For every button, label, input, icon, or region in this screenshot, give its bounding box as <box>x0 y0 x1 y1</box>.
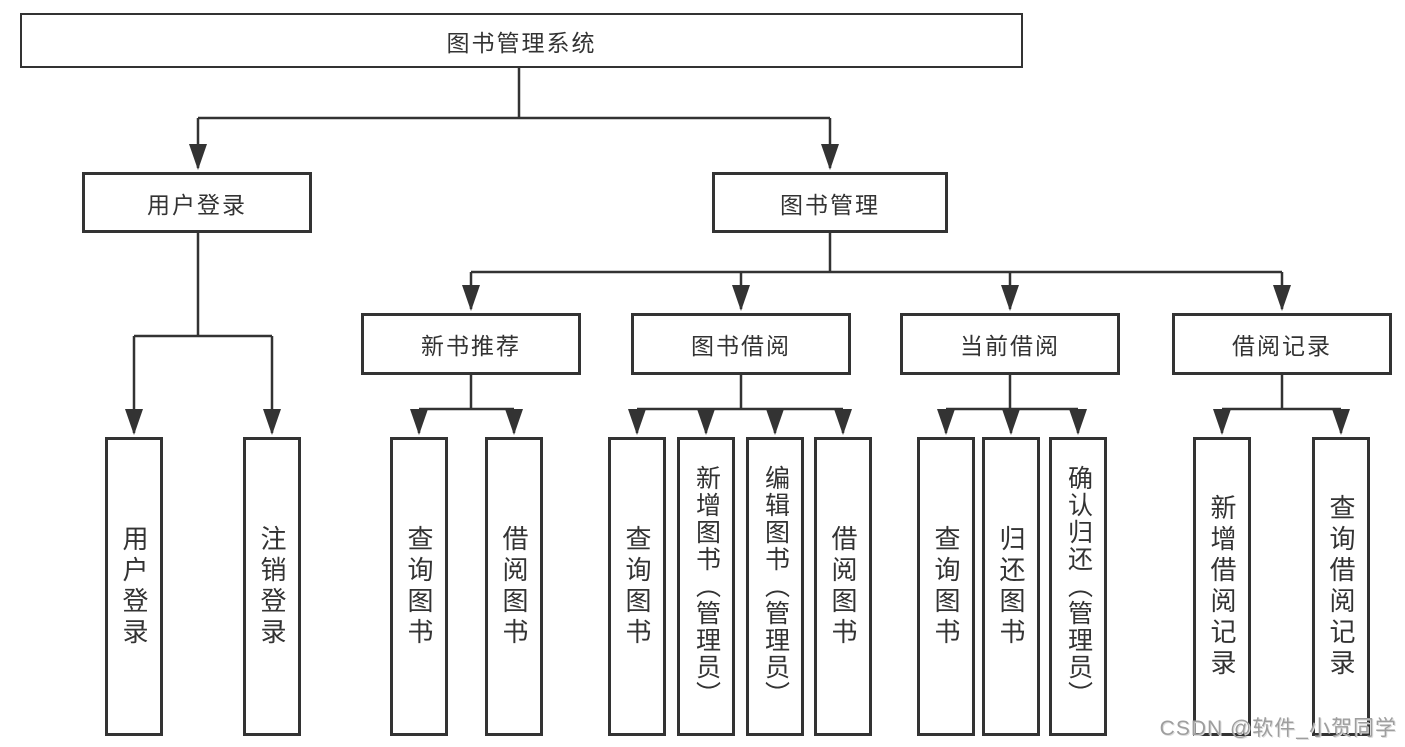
node-user-login: 用户登录 <box>82 172 312 233</box>
leaf-nbr-query-book: 查询图书 <box>390 437 448 736</box>
leaf-label: 借阅图书 <box>499 524 529 649</box>
node-borrow-record: 借阅记录 <box>1172 313 1392 375</box>
leaf-label: 注销登录 <box>257 524 287 649</box>
leaf-cb-query-book: 查询图书 <box>917 437 975 736</box>
node-label: 图书借阅 <box>691 333 791 359</box>
node-label: 当前借阅 <box>960 333 1060 359</box>
leaf-bb-borrow-book: 借阅图书 <box>814 437 872 736</box>
leaf-bb-add-book-admin: 新增图书（管理员） <box>677 437 735 736</box>
leaf-nbr-borrow-book: 借阅图书 <box>485 437 543 736</box>
leaf-label: 用户登录 <box>119 524 149 649</box>
leaf-label: 新增图书（管理员） <box>692 465 721 708</box>
leaf-bb-query-book: 查询图书 <box>608 437 666 736</box>
csdn-watermark: CSDN @软件_小贺同学 <box>1159 717 1397 740</box>
node-new-book-recommend: 新书推荐 <box>361 313 581 375</box>
leaf-cb-confirm-return-admin: 确认归还（管理员） <box>1049 437 1107 736</box>
node-book-borrow: 图书借阅 <box>631 313 851 375</box>
leaf-label: 查询图书 <box>931 524 961 649</box>
leaf-label: 归还图书 <box>996 524 1026 649</box>
node-library-management-system: 图书管理系统 <box>20 13 1023 68</box>
node-current-borrow: 当前借阅 <box>900 313 1120 375</box>
leaf-label: 查询图书 <box>622 524 652 649</box>
node-label: 新书推荐 <box>421 333 521 359</box>
leaf-logout-login: 注销登录 <box>243 437 301 736</box>
node-label: 借阅记录 <box>1232 333 1332 359</box>
leaf-label: 查询图书 <box>404 524 434 649</box>
leaf-br-query-record: 查询借阅记录 <box>1312 437 1370 736</box>
leaf-br-add-record: 新增借阅记录 <box>1193 437 1251 736</box>
leaf-cb-return-book: 归还图书 <box>982 437 1040 736</box>
leaf-label: 新增借阅记录 <box>1207 493 1237 680</box>
node-label: 用户登录 <box>147 191 247 218</box>
node-label: 图书管理 <box>780 191 880 218</box>
node-book-management: 图书管理 <box>712 172 948 233</box>
leaf-label: 确认归还（管理员） <box>1064 465 1093 708</box>
node-label: 图书管理系统 <box>446 29 597 56</box>
leaf-label: 编辑图书（管理员） <box>761 465 790 708</box>
leaf-label: 查询借阅记录 <box>1326 493 1356 680</box>
leaf-user-login: 用户登录 <box>105 437 163 736</box>
leaf-label: 借阅图书 <box>828 524 858 649</box>
leaf-bb-edit-book-admin: 编辑图书（管理员） <box>746 437 804 736</box>
